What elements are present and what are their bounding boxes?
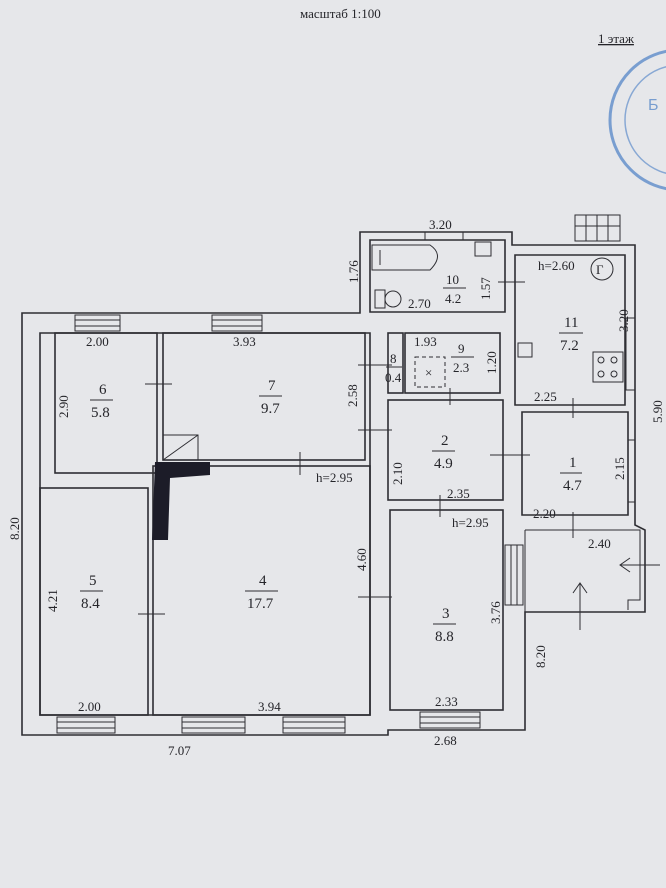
dimension-label: 3.20 xyxy=(616,309,631,332)
room-area: 4.7 xyxy=(563,478,582,494)
dimension-label: 2.35 xyxy=(447,486,470,501)
stamp: Б xyxy=(608,49,666,191)
dimension-label: h=2.95 xyxy=(316,470,353,485)
room-area: 2.3 xyxy=(453,360,469,375)
sink-icon xyxy=(517,342,533,358)
dimension-label: 2.70 xyxy=(408,296,431,311)
dimension-label: 1.20 xyxy=(484,351,499,374)
dimension-label: 4.60 xyxy=(354,548,369,571)
dimension-label: 3.20 xyxy=(429,217,452,232)
room-number: 9 xyxy=(458,341,465,356)
dimension-label: 7.07 xyxy=(168,743,191,758)
room-11: 117.2 xyxy=(559,315,583,354)
room-1: 14.7 xyxy=(560,455,582,494)
room-5: 58.4 xyxy=(80,573,103,612)
dimension-label: 2.68 xyxy=(434,733,457,748)
dimension-label: 3.93 xyxy=(233,334,256,349)
room-area: 9.7 xyxy=(261,401,280,417)
dimension-label: 1.93 xyxy=(414,334,437,349)
room-labels: 14.7 24.9 38.8 417.7 58.4 65.8 79.7 80.4… xyxy=(80,272,583,645)
room-2: 24.9 xyxy=(432,433,455,472)
dimension-label: 3.94 xyxy=(258,699,281,714)
room-number: 5 xyxy=(89,573,97,589)
gas-stove-icon xyxy=(592,351,624,383)
dimension-label: 2.90 xyxy=(56,395,71,418)
room-7: 79.7 xyxy=(259,378,282,417)
dimension-label: 5.90 xyxy=(650,400,665,423)
svg-text:Б: Б xyxy=(648,97,659,114)
room-number: 2 xyxy=(441,433,449,449)
room-number: 8 xyxy=(390,351,397,366)
stove-icon xyxy=(152,434,210,540)
room-10: 104.2 xyxy=(443,272,466,306)
dimension-label: h=2.95 xyxy=(452,515,489,530)
bathtub-icon xyxy=(371,244,438,271)
room-area: 4.2 xyxy=(445,291,461,306)
room-area: 5.8 xyxy=(91,405,110,421)
sink-icon xyxy=(474,241,492,257)
dimension-label: 2.58 xyxy=(345,384,360,407)
dimension-label: 2.33 xyxy=(435,694,458,709)
room-area: 8.4 xyxy=(81,596,100,612)
room-number: 11 xyxy=(564,315,578,331)
toilet-icon xyxy=(374,289,402,309)
floor-label: 1 этаж xyxy=(598,31,635,46)
dimension-label: 4.21 xyxy=(45,589,60,612)
dimension-label: h=2.60 xyxy=(538,258,575,273)
room-area: 17.7 xyxy=(247,596,274,612)
room-number: 4 xyxy=(259,573,267,589)
room-4: 417.7 xyxy=(245,573,278,612)
room-area: 4.9 xyxy=(434,456,453,472)
room-area: 7.2 xyxy=(560,338,579,354)
dimension-label: 1.76 xyxy=(346,260,361,283)
dimension-label: 2.00 xyxy=(86,334,109,349)
dimension-label: 2.20 xyxy=(533,506,556,521)
doors xyxy=(138,281,660,630)
gas-boiler-icon: Г xyxy=(590,257,614,281)
room-3: 38.8 xyxy=(433,606,456,645)
dimension-labels: 3.20 1.76 2.70 1.57 h=2.60 2.00 3.93 2.9… xyxy=(7,217,665,758)
dimension-label: 2.15 xyxy=(612,457,627,480)
ventilation-icon: × xyxy=(414,356,446,388)
room-9: 92.3 xyxy=(451,341,474,375)
dimension-label: 1.57 xyxy=(478,277,493,300)
svg-text:×: × xyxy=(425,365,432,380)
room-outlines xyxy=(39,332,504,716)
room-number: 7 xyxy=(268,378,276,394)
dimension-label: 2.25 xyxy=(534,389,557,404)
room-number: 1 xyxy=(569,455,577,471)
room-6: 65.8 xyxy=(90,382,113,421)
dimension-label: 2.10 xyxy=(390,462,405,485)
dimension-label: 3.76 xyxy=(488,601,503,624)
room-number: 10 xyxy=(446,272,459,287)
dimension-label: 8.20 xyxy=(7,517,22,540)
dimension-label: 2.00 xyxy=(78,699,101,714)
windows xyxy=(56,214,636,734)
gas-label: Г xyxy=(596,262,604,277)
room-area: 8.8 xyxy=(435,629,454,645)
dimension-label: 8.20 xyxy=(533,645,548,668)
dimension-label: 2.40 xyxy=(588,536,611,551)
room-8: 80.4 xyxy=(385,351,402,385)
room-number: 3 xyxy=(442,606,450,622)
room-number: 6 xyxy=(99,382,107,398)
scale-label: масштаб 1:100 xyxy=(300,6,381,21)
room-area: 0.4 xyxy=(385,370,402,385)
